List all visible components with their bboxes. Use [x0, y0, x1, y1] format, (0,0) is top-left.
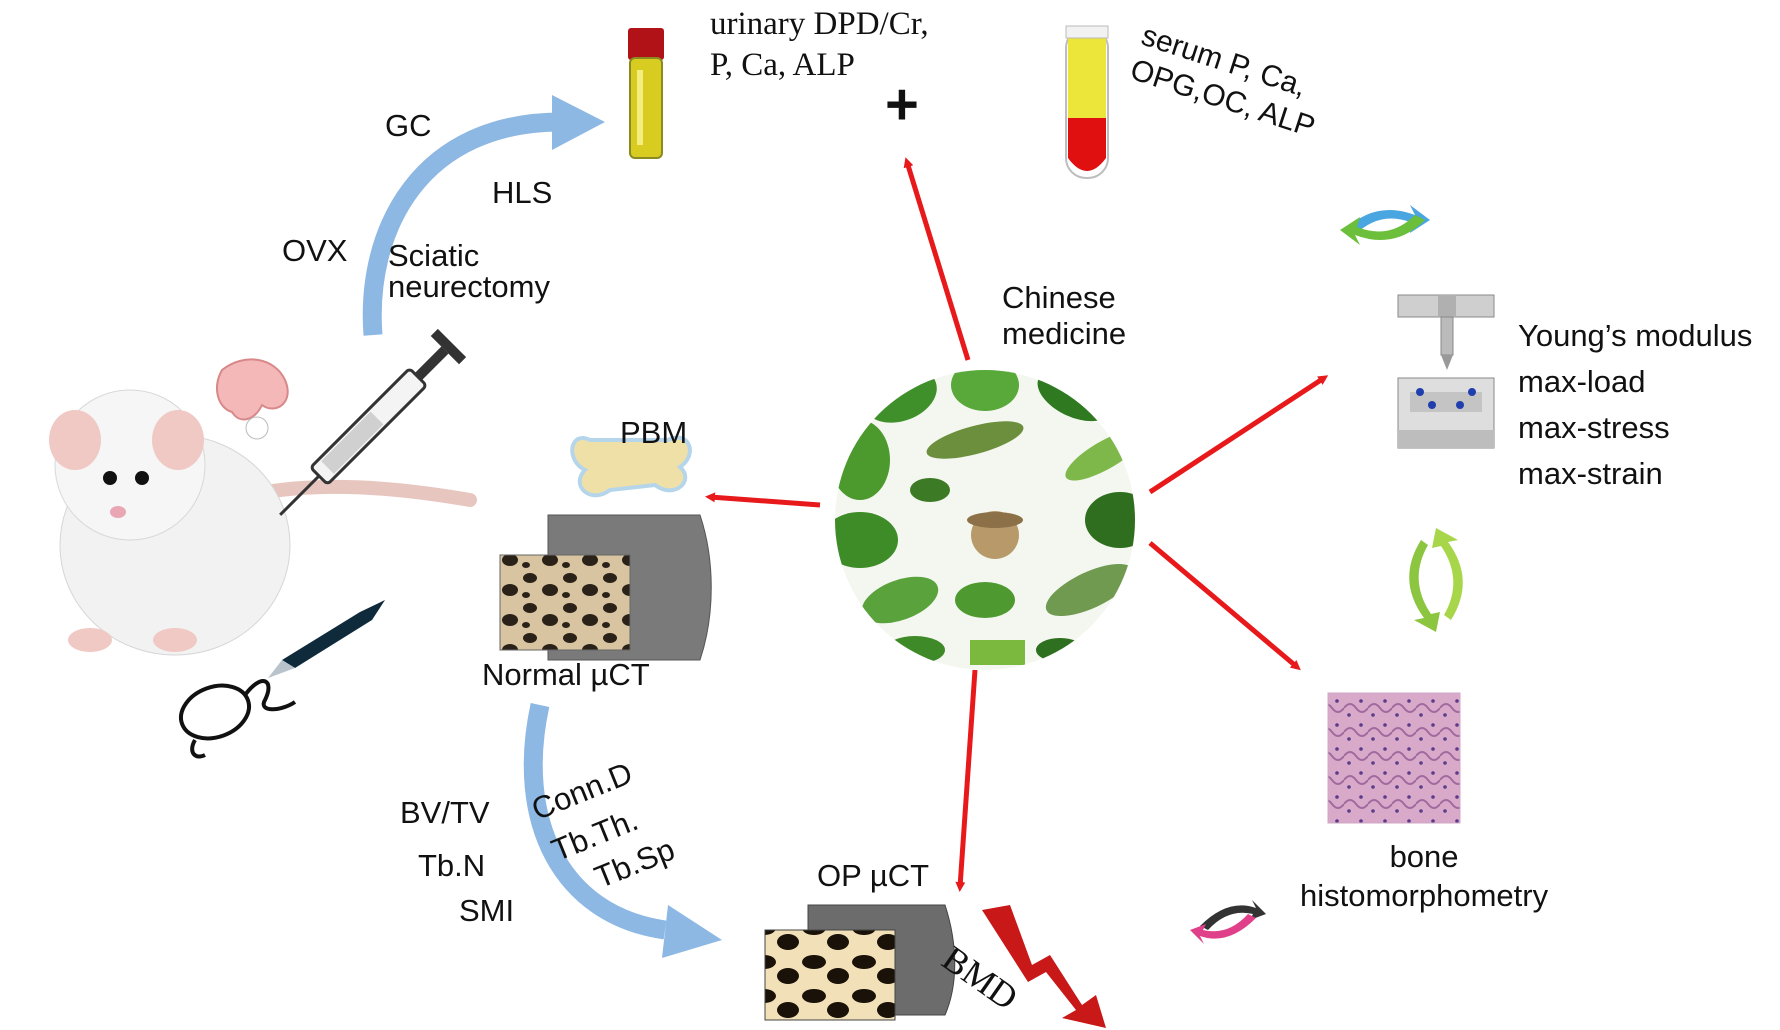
- urine-markers-label: urinary DPD/Cr, P, Ca, ALP: [710, 6, 929, 84]
- uct-param-tbn: Tb.N: [418, 848, 486, 883]
- ligature-icon: [179, 679, 297, 759]
- model-gc-label: GC: [385, 108, 432, 143]
- herb-collage: [835, 370, 1135, 670]
- pbm-label: PBM: [620, 415, 688, 450]
- urine-tube: [628, 28, 664, 159]
- mech-max-strain: max-strain: [1518, 456, 1663, 491]
- mech-max-stress: max-stress: [1518, 410, 1670, 445]
- cycle-icon-pink: [1190, 900, 1266, 944]
- serum-tube: [1065, 25, 1109, 179]
- op-uct-label: OP µCT: [817, 858, 930, 893]
- mechanical-tester: [1397, 294, 1495, 449]
- ovary-icon: [216, 358, 289, 440]
- histology-image: [1327, 692, 1461, 824]
- mech-max-load: max-load: [1518, 364, 1646, 399]
- scalpel-icon: [268, 600, 385, 678]
- bmd-decline-arrow: [982, 905, 1106, 1028]
- model-hls-label: HLS: [492, 175, 553, 210]
- model-ovx-label: OVX: [282, 233, 348, 268]
- uct-param-bvtv: BV/TV: [400, 795, 490, 830]
- uct-param-smi: SMI: [459, 893, 515, 928]
- syringe-icon: [279, 328, 467, 516]
- model-sciatic-label: Sciatic neurectomy: [388, 238, 550, 304]
- mech-youngs-modulus: Young’s modulus: [1518, 318, 1753, 353]
- normal-uct-label: Normal µCT: [482, 657, 650, 692]
- pbm-bone: [570, 435, 692, 498]
- cycle-icon-blue-green: [1340, 205, 1430, 245]
- cycle-icon-green: [1409, 528, 1463, 632]
- normal-uct-image: [499, 514, 712, 661]
- rat: [49, 389, 477, 656]
- plus-sign: +: [885, 72, 919, 137]
- histo-label: bone histomorphometry: [1300, 839, 1549, 913]
- center-label: Chinese medicine: [1002, 280, 1127, 351]
- op-uct-image: [764, 904, 956, 1021]
